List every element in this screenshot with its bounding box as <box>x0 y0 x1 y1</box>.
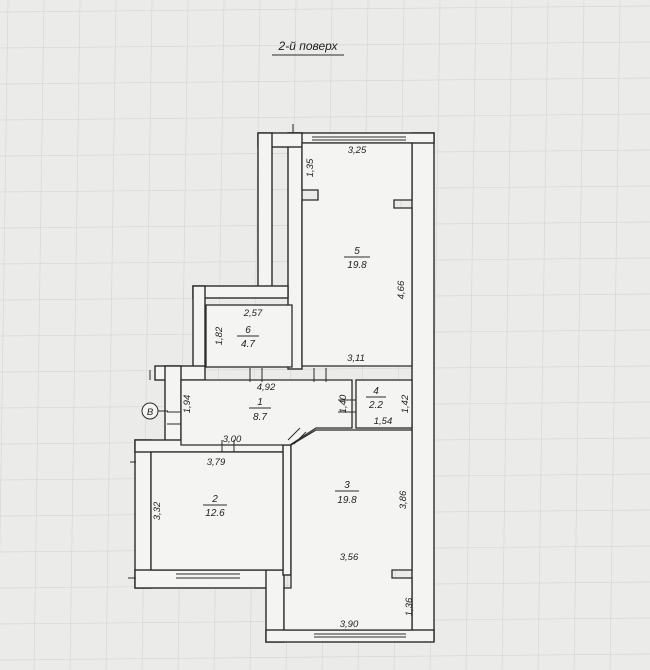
room-1-hall <box>180 379 353 446</box>
room-5-number: 5 <box>354 246 360 257</box>
room-3-area: 19.8 <box>337 495 357 506</box>
room-6-number: 6 <box>245 325 251 336</box>
room-4 <box>355 379 413 429</box>
plan-title: 2-й поверх <box>278 39 339 53</box>
dim-r3-inner: 3,56 <box>340 552 359 563</box>
dim-r6-top: 2,57 <box>243 308 263 319</box>
grid-line <box>0 0 9 560</box>
grid-line <box>537 0 549 670</box>
grid-line <box>0 653 650 661</box>
room-2-area: 12.6 <box>205 508 225 519</box>
room-6-area: 4.7 <box>241 339 255 350</box>
room-5 <box>301 142 413 367</box>
room-4-number: 4 <box>373 386 379 397</box>
grid-line <box>0 365 650 373</box>
dim-r3-bottom: 3,90 <box>340 619 359 630</box>
dimension-labels: 3,25 1,35 4,66 3,11 2,57 1,82 4,92 1,94 … <box>152 145 415 630</box>
room-4-area: 2.2 <box>368 400 383 411</box>
grid-line <box>0 5 650 13</box>
room-labels: 5 19.8 6 4.7 1 8.7 4 2.2 2 12.6 3 19.8 <box>203 246 386 519</box>
dim-hall-top: 4,92 <box>257 382 276 393</box>
dim-r4-right: 1,42 <box>400 394 411 413</box>
dim-hall-right: 1,40 <box>338 394 349 413</box>
grid-line <box>0 41 650 49</box>
dim-r2-top: 3,79 <box>207 457 226 468</box>
openings <box>128 124 406 638</box>
grid-line <box>465 0 477 670</box>
dim-hall-left: 1,94 <box>182 395 193 414</box>
axis-marker-label: В <box>147 407 154 418</box>
dim-r6-left: 1,82 <box>214 326 225 345</box>
dim-r3-right: 3,86 <box>398 490 409 509</box>
room-1-number: 1 <box>257 397 263 408</box>
dim-r2-left: 3,32 <box>152 501 163 520</box>
dim-r5-right: 4,66 <box>396 280 407 299</box>
grid-line <box>501 0 513 670</box>
room-1-area: 8.7 <box>253 412 267 423</box>
dim-r5-notch: 1,35 <box>305 158 316 177</box>
dim-r4-bottom: 1,54 <box>374 416 393 427</box>
dim-hall-bottom: 3,00 <box>223 434 242 445</box>
grid-line <box>0 77 650 85</box>
grid-line <box>573 0 585 670</box>
room-3-number: 3 <box>344 480 350 491</box>
grid-line <box>0 113 650 121</box>
room-2 <box>150 451 284 571</box>
room-5-area: 19.8 <box>347 260 367 271</box>
dim-r5-top: 3,25 <box>348 145 367 156</box>
axis-marker: В <box>141 402 168 420</box>
dim-r3-notch: 1,36 <box>404 597 415 616</box>
dim-r5-bottom: 3,11 <box>347 353 365 364</box>
room-2-number: 2 <box>211 494 218 505</box>
grid-line <box>609 0 621 670</box>
grid-line <box>33 0 45 670</box>
room-3 <box>283 429 413 631</box>
